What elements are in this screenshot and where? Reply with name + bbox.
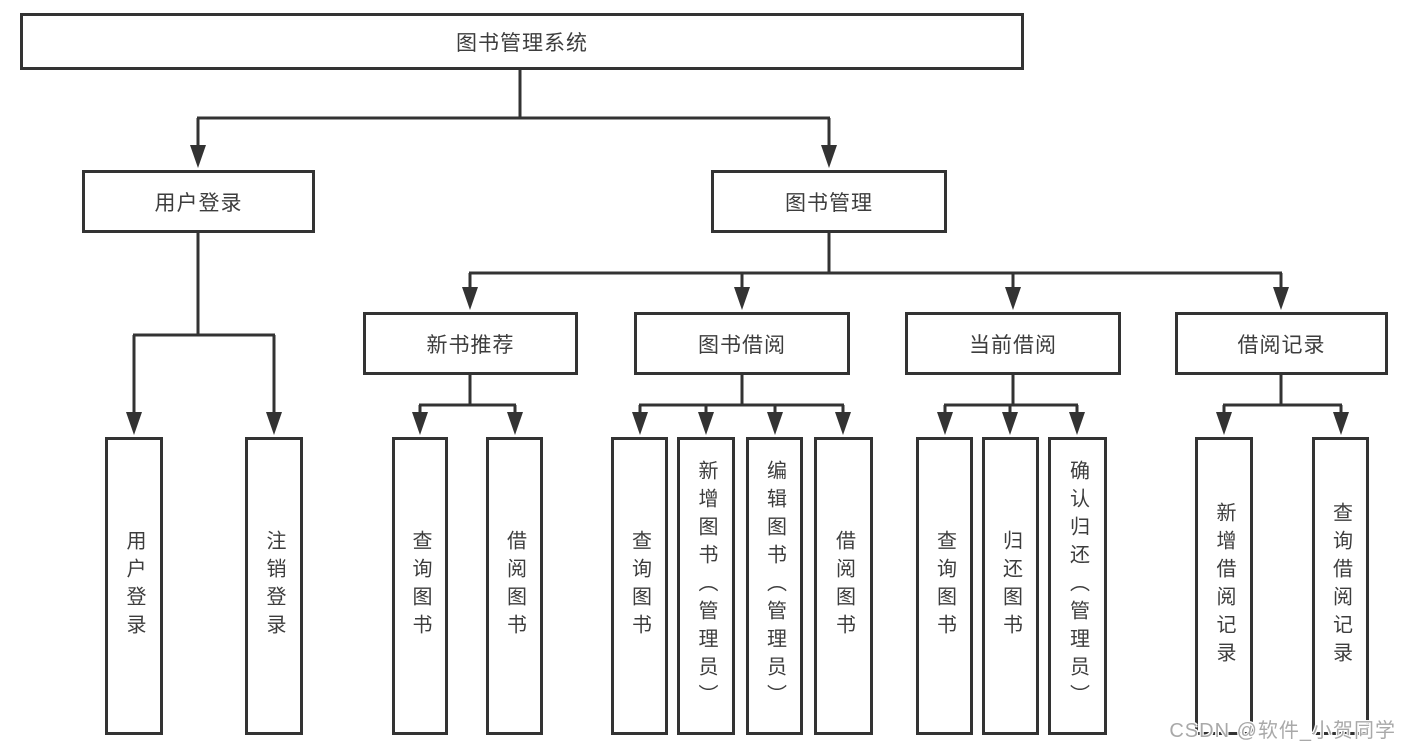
leaf-return-book-label: 归还图书 [999, 530, 1022, 642]
leaf-user-login-label: 用户登录 [123, 530, 145, 642]
leaf-query-borrow-record: 查询借阅记录 [1312, 437, 1369, 735]
leaf-query-book-current-label: 查询图书 [933, 530, 956, 642]
node-book-borrow-label: 图书借阅 [698, 333, 786, 357]
leaf-borrow-book-borrow: 借阅图书 [814, 437, 873, 735]
node-book-borrow: 图书借阅 [634, 312, 850, 375]
node-current-borrow: 当前借阅 [905, 312, 1121, 375]
leaf-confirm-return-admin-label: 确认归还（管理员） [1066, 460, 1089, 712]
leaf-logout: 注销登录 [245, 437, 303, 735]
leaf-add-book-admin: 新增图书（管理员） [677, 437, 735, 735]
node-borrow-records: 借阅记录 [1175, 312, 1388, 375]
leaf-query-book-recommend-label: 查询图书 [409, 530, 431, 642]
leaf-borrow-book-borrow-label: 借阅图书 [832, 530, 855, 642]
edge-user-login-to-leaves [132, 233, 276, 421]
leaf-user-login: 用户登录 [105, 437, 163, 735]
leaf-add-borrow-record: 新增借阅记录 [1195, 437, 1253, 735]
leaf-borrow-book-recommend: 借阅图书 [486, 437, 543, 735]
leaf-query-book-borrow: 查询图书 [611, 437, 668, 735]
leaf-edit-book-admin: 编辑图书（管理员） [746, 437, 803, 735]
leaf-borrow-book-recommend-label: 借阅图书 [503, 530, 526, 642]
node-root-system: 图书管理系统 [20, 13, 1024, 70]
leaf-add-borrow-record-label: 新增借阅记录 [1213, 502, 1235, 670]
leaf-confirm-return-admin: 确认归还（管理员） [1048, 437, 1107, 735]
edge-root-to-level2 [196, 70, 831, 154]
node-new-book-recommend: 新书推荐 [363, 312, 578, 375]
node-root-system-label: 图书管理系统 [456, 31, 588, 55]
leaf-return-book: 归还图书 [982, 437, 1039, 735]
edge-book-borrow-to-leaves [638, 375, 845, 421]
leaf-query-book-borrow-label: 查询图书 [628, 530, 651, 642]
leaf-logout-label: 注销登录 [263, 530, 285, 642]
leaf-query-book-recommend: 查询图书 [392, 437, 448, 735]
leaf-query-borrow-record-label: 查询借阅记录 [1329, 502, 1352, 670]
node-borrow-records-label: 借阅记录 [1237, 333, 1326, 357]
node-book-management: 图书管理 [711, 170, 947, 233]
node-current-borrow-label: 当前借阅 [969, 333, 1057, 357]
edge-new-book-recommend-to-leaves [418, 375, 517, 421]
node-new-book-recommend-label: 新书推荐 [426, 333, 515, 357]
csdn-watermark: CSDN @软件_小贺同学 [1169, 720, 1396, 742]
node-book-management-label: 图书管理 [785, 191, 873, 215]
edge-book-management-to-level3 [468, 233, 1283, 296]
node-user-login-label: 用户登录 [154, 191, 243, 215]
leaf-add-book-admin-label: 新增图书（管理员） [695, 460, 717, 712]
arrowheads [126, 145, 1349, 435]
leaf-query-book-current: 查询图书 [916, 437, 973, 735]
node-user-login: 用户登录 [82, 170, 315, 233]
edge-borrow-records-to-leaves [1222, 375, 1343, 421]
leaf-edit-book-admin-label: 编辑图书（管理员） [763, 460, 786, 712]
